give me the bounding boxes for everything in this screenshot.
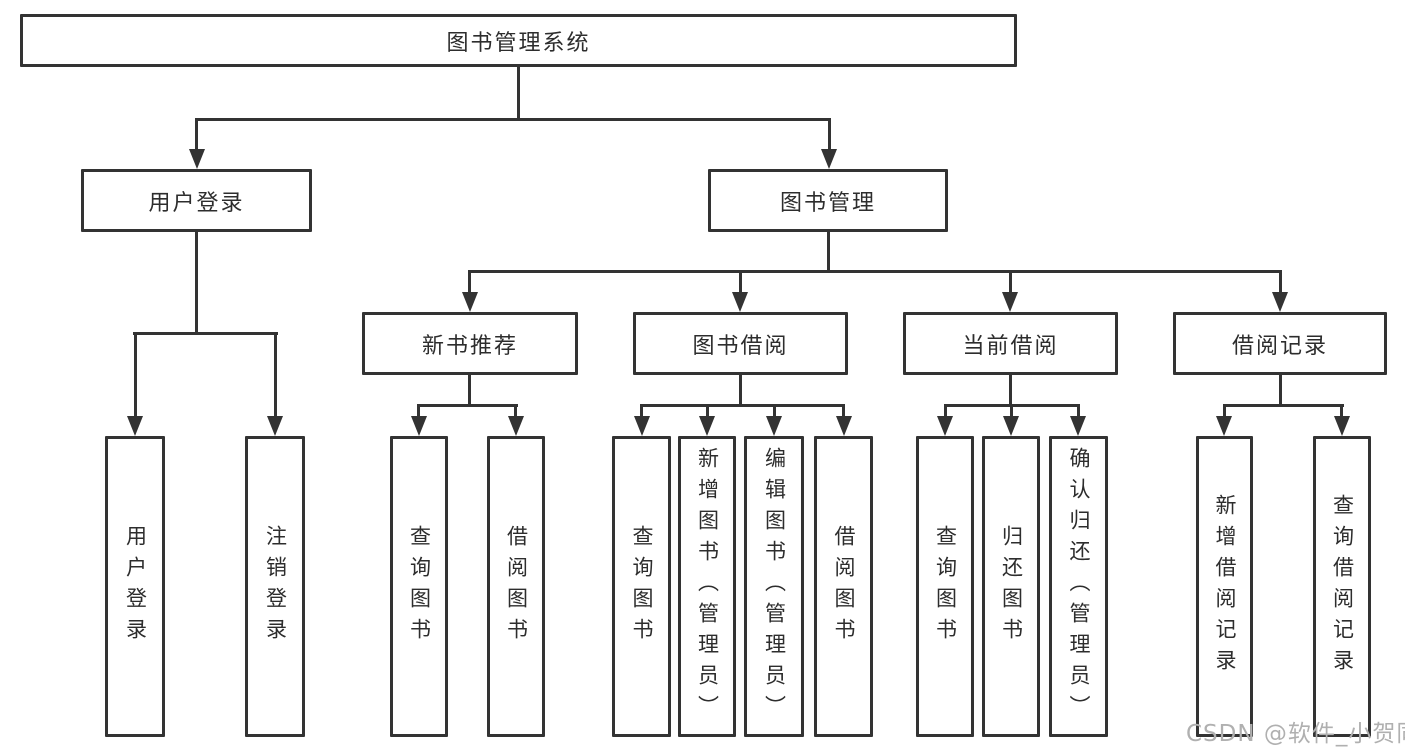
node-label: 图书借阅 — [692, 333, 789, 359]
node-book-management: 图书管理 — [708, 169, 948, 232]
leaf-query-borrow-record: 查询借阅记录 — [1313, 436, 1371, 737]
node-label: 借阅记录 — [1231, 333, 1328, 359]
connector-line — [1009, 375, 1012, 406]
node-user-login: 用户登录 — [81, 169, 312, 232]
leaf-add-borrow-record: 新增借阅记录 — [1196, 436, 1253, 737]
leaf-query-books-current: 查询图书 — [916, 436, 974, 737]
node-borrowing-records: 借阅记录 — [1173, 312, 1387, 375]
connector-line — [517, 67, 520, 120]
node-current-borrowing: 当前借阅 — [903, 312, 1118, 375]
connector-line — [195, 118, 831, 121]
node-label: 归还图书 — [999, 524, 1024, 649]
node-label: 用户登录 — [123, 524, 148, 649]
node-label: 查询图书 — [407, 524, 432, 649]
node-label: 查询借阅记录 — [1330, 493, 1355, 680]
connector-line — [514, 404, 517, 420]
connector-line — [1279, 375, 1282, 406]
connector-line — [417, 404, 420, 420]
node-library-system: 图书管理系统 — [20, 14, 1017, 67]
leaf-borrow-books-borrowing: 借阅图书 — [814, 436, 873, 737]
node-label: 查询图书 — [933, 524, 958, 649]
connector-line — [195, 232, 198, 334]
leaf-confirm-return-admin: 确认归还（管理员） — [1049, 436, 1108, 737]
node-label: 新增借阅记录 — [1213, 493, 1237, 680]
arrow-down-icon — [1334, 416, 1350, 436]
arrow-down-icon — [1002, 292, 1018, 312]
connector-line — [195, 118, 198, 152]
connector-line — [417, 404, 518, 407]
node-book-borrowing: 图书借阅 — [633, 312, 848, 375]
leaf-return-book: 归还图书 — [982, 436, 1040, 737]
arrow-down-icon — [634, 416, 650, 436]
connector-line — [134, 332, 137, 420]
connector-line — [274, 332, 277, 420]
connector-line — [944, 404, 947, 420]
connector-line — [1009, 270, 1012, 296]
leaf-logout: 注销登录 — [245, 436, 305, 737]
node-label: 当前借阅 — [962, 333, 1059, 359]
arrow-down-icon — [508, 416, 524, 436]
connector-line — [739, 375, 742, 406]
connector-line — [640, 404, 845, 407]
node-label: 图书管理 — [779, 190, 876, 216]
arrow-down-icon — [411, 416, 427, 436]
leaf-add-book-admin: 新增图书（管理员） — [678, 436, 736, 737]
node-label: 新增图书（管理员） — [695, 447, 720, 726]
leaf-borrow-books-recommend: 借阅图书 — [487, 436, 545, 737]
arrow-down-icon — [462, 292, 478, 312]
arrow-down-icon — [766, 416, 782, 436]
leaf-query-books-recommend: 查询图书 — [390, 436, 448, 737]
connector-line — [468, 270, 1282, 273]
leaf-user-login: 用户登录 — [105, 436, 165, 737]
node-label: 新书推荐 — [421, 333, 518, 359]
connector-line — [1340, 404, 1343, 420]
connector-line — [827, 232, 830, 272]
arrow-down-icon — [1216, 416, 1232, 436]
connector-line — [1077, 404, 1080, 420]
connector-line — [828, 118, 831, 152]
connector-line — [706, 404, 709, 420]
connector-line — [468, 375, 471, 406]
node-label: 借阅图书 — [832, 524, 856, 649]
arrow-down-icon — [821, 149, 837, 169]
arrow-down-icon — [127, 416, 143, 436]
connector-line — [842, 404, 845, 420]
arrow-down-icon — [267, 416, 283, 436]
arrow-down-icon — [732, 292, 748, 312]
node-label: 图书管理系统 — [446, 30, 591, 56]
connector-line — [739, 270, 742, 296]
leaf-query-books-borrowing: 查询图书 — [612, 436, 671, 737]
connector-line — [1010, 404, 1013, 420]
connector-line — [1279, 270, 1282, 296]
connector-line — [133, 332, 278, 335]
node-label: 查询图书 — [630, 524, 654, 649]
node-label: 编辑图书（管理员） — [762, 447, 787, 726]
arrow-down-icon — [836, 416, 852, 436]
node-label: 注销登录 — [263, 524, 288, 649]
connector-line — [1223, 404, 1344, 407]
connector-line — [468, 270, 471, 296]
arrow-down-icon — [1272, 292, 1288, 312]
node-label: 用户登录 — [148, 190, 245, 216]
arrow-down-icon — [1003, 416, 1019, 436]
node-label: 借阅图书 — [504, 524, 529, 649]
node-label: 确认归还（管理员） — [1067, 447, 1091, 726]
arrow-down-icon — [937, 416, 953, 436]
leaf-edit-book-admin: 编辑图书（管理员） — [744, 436, 804, 737]
arrow-down-icon — [1070, 416, 1086, 436]
node-new-book-recommend: 新书推荐 — [362, 312, 578, 375]
connector-line — [1223, 404, 1226, 420]
watermark: CSDN @软件_小贺同学 — [1186, 721, 1405, 747]
connector-line — [773, 404, 776, 420]
arrow-down-icon — [699, 416, 715, 436]
arrow-down-icon — [189, 149, 205, 169]
connector-line — [640, 404, 643, 420]
